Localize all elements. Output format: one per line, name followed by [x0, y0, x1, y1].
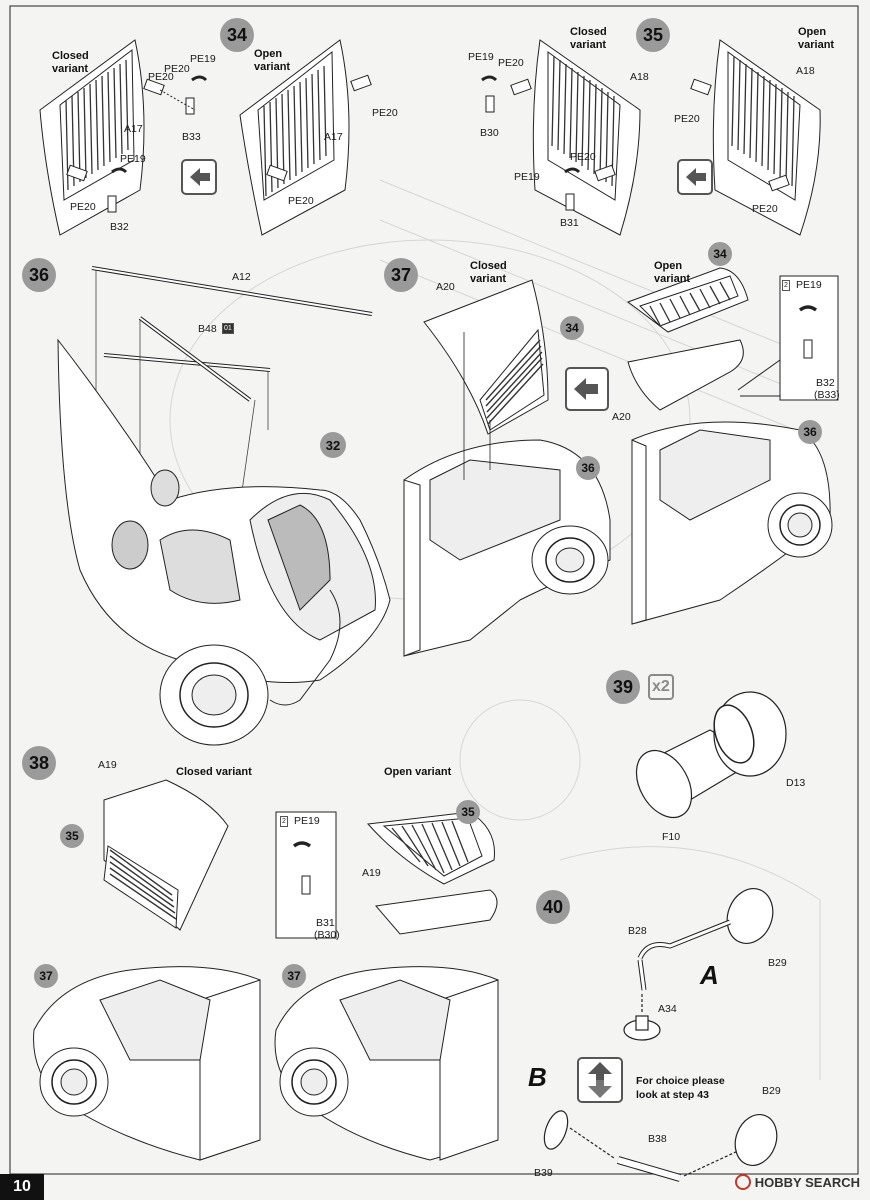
step38-open-heading: Open variant [384, 766, 452, 778]
part-label: PE20 [148, 71, 174, 83]
step-number-37: 37 [384, 258, 418, 292]
callout-36-open: 36 [798, 420, 822, 444]
part-label: PE20 [570, 151, 596, 163]
step37-open-heading: Open variant [654, 260, 691, 285]
step38-closed-drawing [33, 779, 261, 1161]
part-label: B29 [762, 1085, 781, 1097]
callout-35-open: 35 [456, 800, 480, 824]
part-label: PE20 [164, 63, 190, 75]
part-label: PE20 [498, 57, 524, 69]
part-label: A20 [436, 281, 455, 293]
part-label: A19 [362, 867, 381, 879]
callout-36: 36 [576, 456, 600, 480]
part-label: PE19 [120, 153, 146, 165]
part-label: B48 [198, 323, 217, 335]
watermark-logo-icon [734, 1174, 751, 1190]
page-number: 10 [0, 1174, 44, 1200]
step-number-38: 38 [22, 746, 56, 780]
part-label: A17 [124, 123, 143, 135]
callout-35: 35 [60, 824, 84, 848]
quantity-badge: 2 [280, 816, 288, 827]
part-label: B29 [768, 957, 787, 969]
step38-open-drawing [274, 811, 499, 1161]
step35-drawing [481, 39, 821, 236]
part-label: PE20 [752, 203, 778, 215]
step-number-36: 36 [22, 258, 56, 292]
part-label: PE20 [372, 107, 398, 119]
part-label: A17 [324, 131, 343, 143]
part-label: A18 [630, 71, 649, 83]
quantity-badge: 2 [782, 280, 790, 291]
part-label: D13 [786, 777, 806, 789]
part-label: PE19 [514, 171, 540, 183]
part-label: PE19 [468, 51, 494, 63]
part-label: A12 [232, 271, 251, 283]
choice-note: For choice please look at step 43 [636, 1075, 725, 1102]
step37-open-drawing [626, 267, 839, 625]
part-label: PE19 [796, 279, 822, 291]
step37-closed-drawing [403, 279, 611, 657]
step35-open-heading: Open variant [798, 26, 835, 51]
step34-drawing [39, 39, 372, 236]
step-number-40: 40 [536, 890, 570, 924]
part-label: B31 [560, 217, 579, 229]
part-label: F10 [662, 831, 681, 843]
option-b-letter: B [528, 1062, 547, 1092]
step36-drawing [57, 266, 391, 746]
color-code-badge: 01 [222, 323, 234, 334]
step-number-39: 39 [606, 670, 640, 704]
callout-34: 34 [560, 316, 584, 340]
part-label: A20 [612, 411, 631, 423]
part-label: B31 [316, 917, 335, 929]
times-two-badge: x2 [648, 674, 674, 700]
part-label: (B30) [314, 929, 340, 941]
page-border [9, 5, 859, 1175]
part-label: PE20 [674, 113, 700, 125]
callout-37: 37 [34, 964, 58, 988]
step-number-35: 35 [636, 18, 670, 52]
step35-closed-heading: Closed variant [570, 26, 607, 51]
part-label: A34 [658, 1003, 677, 1015]
watermark: HOBBY SEARCH [734, 1174, 860, 1190]
part-label: (B33) [814, 389, 840, 401]
step39-drawing [635, 691, 787, 819]
part-label: PE20 [70, 201, 96, 213]
step38-closed-heading: Closed variant [176, 766, 252, 778]
part-label: A19 [98, 759, 117, 771]
step37-closed-heading: Closed variant [470, 260, 507, 285]
part-label: B30 [480, 127, 499, 139]
step34-closed-heading: Closed variant [52, 50, 89, 75]
part-label: B28 [628, 925, 647, 937]
step34-open-heading: Open variant [254, 48, 291, 73]
part-label: B38 [648, 1133, 667, 1145]
callout-37-open: 37 [282, 964, 306, 988]
step-number-34: 34 [220, 18, 254, 52]
part-label: B32 [816, 377, 835, 389]
step40-drawing [543, 888, 778, 1182]
callout-32: 32 [320, 432, 346, 458]
part-label: B32 [110, 221, 129, 233]
part-label: PE19 [294, 815, 320, 827]
part-label: A18 [796, 65, 815, 77]
callout-34-open: 34 [708, 242, 732, 266]
part-label: PE20 [288, 195, 314, 207]
part-label: B39 [534, 1167, 553, 1179]
part-label: B33 [182, 131, 201, 143]
watermark-text: HOBBY SEARCH [754, 1174, 860, 1190]
option-a-letter: A [700, 960, 719, 990]
part-label: PE19 [190, 53, 216, 65]
